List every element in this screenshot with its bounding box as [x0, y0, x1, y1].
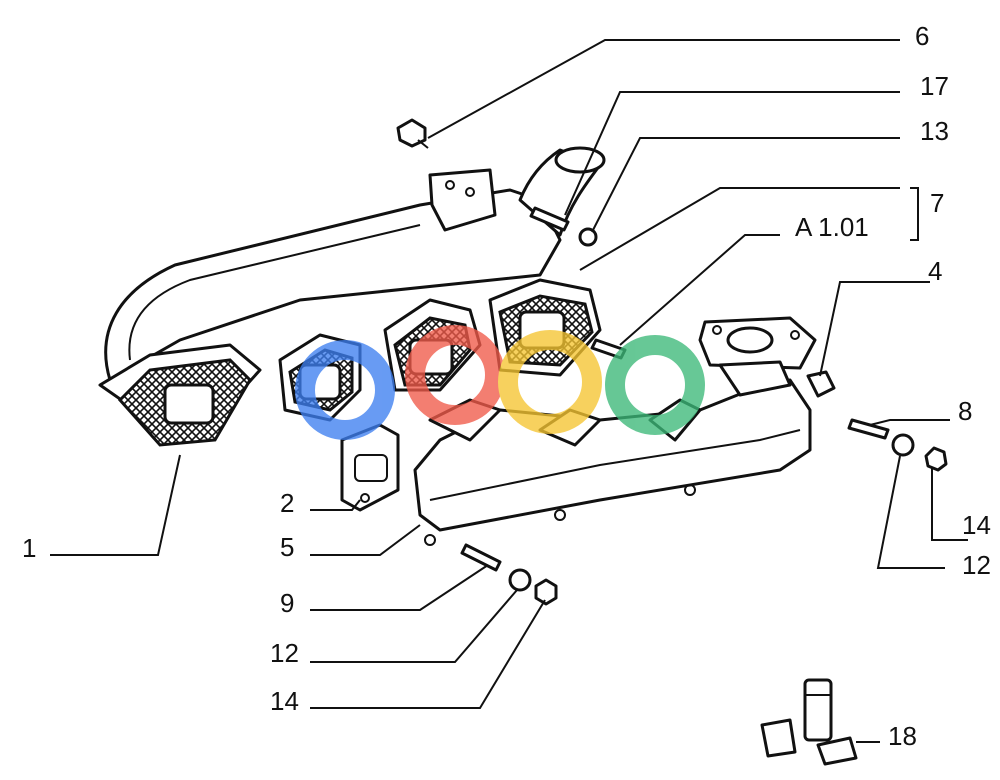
washer-12-right: [891, 433, 915, 457]
washer-13: [578, 227, 598, 247]
callout-8: 8: [958, 396, 972, 426]
stud-8: [847, 418, 890, 440]
sealant-kit-18: [760, 678, 880, 766]
bolt-17: [529, 206, 570, 232]
nut-14-right: [924, 446, 948, 472]
nut-14-bottom: [534, 578, 558, 606]
callout-1: 1: [22, 533, 36, 563]
callout-ref-a101: A 1.01: [795, 212, 869, 242]
cgsc-watermark: [295, 325, 705, 440]
callout-17: 17: [920, 71, 949, 101]
callout-12-right: 12: [962, 550, 991, 580]
washer-12-bottom: [508, 568, 532, 592]
callout-5: 5: [280, 532, 294, 562]
callout-9: 9: [280, 588, 294, 618]
stud-9: [460, 543, 502, 572]
leader-lines: [50, 39, 968, 709]
callout-14-bottom: 14: [270, 686, 299, 716]
callout-2: 2: [280, 488, 294, 518]
callout-12-bottom: 12: [270, 638, 299, 668]
callout-14-right: 14: [962, 510, 991, 540]
nut-6: [396, 118, 429, 149]
callout-13: 13: [920, 116, 949, 146]
callout-18: 18: [888, 721, 917, 751]
callout-labels: 6 17 13 7 A 1.01 4 8 14 12 1 2 5 9 12 14…: [22, 21, 991, 751]
callout-6: 6: [915, 21, 929, 51]
callout-4: 4: [928, 256, 942, 286]
callout-7: 7: [930, 188, 944, 218]
